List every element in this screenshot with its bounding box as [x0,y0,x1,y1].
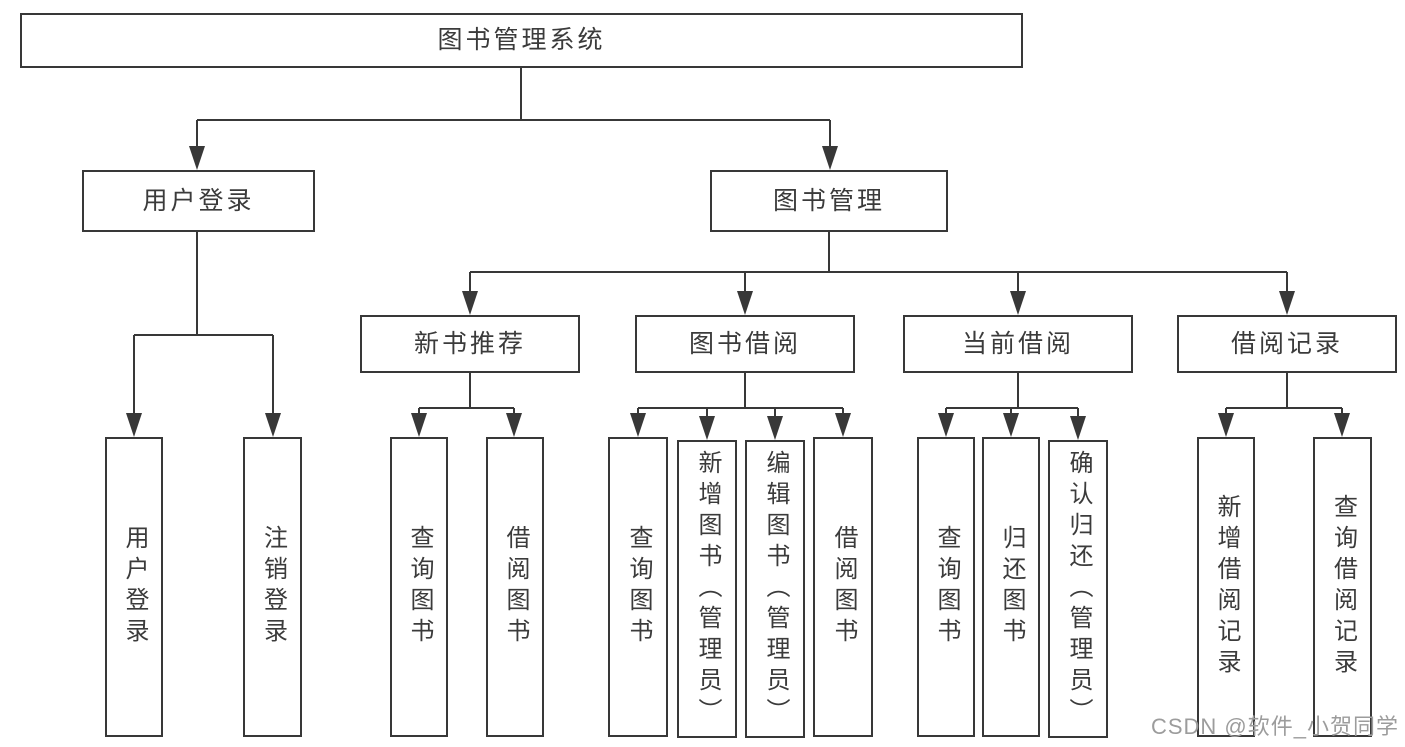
arrowhead [1070,416,1086,440]
leaf-borrow-book-recommend-label: 借阅图书 [502,525,529,649]
arrowhead [1218,413,1234,437]
leaf-query-book-borrow-label: 查询图书 [625,525,652,649]
leaf-logout: 注销登录 [243,437,302,737]
leaf-add-borrow-record-label: 新增借阅记录 [1213,494,1240,680]
node-book-borrow: 图书借阅 [635,315,855,373]
arrowhead [1334,413,1350,437]
leaf-edit-book-admin-label: 编辑图书（管理员） [762,449,789,729]
arrowhead [411,413,427,437]
leaf-query-borrow-record-label: 查询借阅记录 [1329,494,1357,680]
arrowhead [1010,291,1026,315]
arrowhead [737,291,753,315]
leaf-add-book-admin-label: 新增图书（管理员） [694,449,721,729]
leaf-query-book-current: 查询图书 [917,437,975,737]
leaf-confirm-return-admin: 确认归还（管理员） [1048,440,1108,738]
arrowhead [835,413,851,437]
leaf-add-borrow-record: 新增借阅记录 [1197,437,1255,737]
arrowhead [1279,291,1295,315]
connector-book-borrow-to-leaves [630,373,851,440]
leaf-edit-book-admin: 编辑图书（管理员） [745,440,805,738]
connector-borrow-records-to-leaves [1218,373,1350,437]
connector-new-book-rec-to-leaves [411,373,522,437]
watermark: CSDN @软件_小贺同学 [1150,714,1399,739]
connector-book-mgmt-to-level3 [462,232,1295,315]
arrowhead [506,413,522,437]
arrowhead [699,416,715,440]
arrowhead [126,413,142,437]
arrowhead [1003,413,1019,437]
leaf-borrow-book: 借阅图书 [813,437,873,737]
node-user-login: 用户登录 [82,170,315,232]
connector-user-login-to-leaves [126,232,281,437]
connector-current-borrow-to-leaves [938,373,1086,440]
node-book-management: 图书管理 [710,170,948,232]
leaf-borrow-book-recommend: 借阅图书 [486,437,544,737]
arrowhead [462,291,478,315]
leaf-user-login: 用户登录 [105,437,163,737]
node-root: 图书管理系统 [20,13,1023,68]
node-new-book-recommend: 新书推荐 [360,315,580,373]
leaf-confirm-return-admin-label: 确认归还（管理员） [1065,449,1092,729]
arrowhead [630,413,646,437]
leaf-query-book-recommend: 查询图书 [390,437,448,737]
connector-root-to-level2 [189,68,838,170]
leaf-return-book-label: 归还图书 [998,525,1025,649]
leaf-logout-label: 注销登录 [259,525,287,649]
node-current-borrow-label: 当前借阅 [961,329,1074,358]
leaf-return-book: 归还图书 [982,437,1040,737]
arrowhead [822,146,838,170]
node-book-borrow-label: 图书借阅 [688,329,801,358]
node-borrow-records: 借阅记录 [1177,315,1397,373]
node-user-login-label: 用户登录 [142,186,255,215]
node-root-label: 图书管理系统 [437,26,606,54]
leaf-query-book-borrow: 查询图书 [608,437,668,737]
leaf-query-book-current-label: 查询图书 [933,525,960,649]
node-current-borrow: 当前借阅 [903,315,1133,373]
arrowhead [767,416,783,440]
leaf-query-borrow-record: 查询借阅记录 [1313,437,1372,737]
leaf-user-login-label: 用户登录 [121,525,148,649]
node-new-book-recommend-label: 新书推荐 [413,329,526,358]
leaf-add-book-admin: 新增图书（管理员） [677,440,737,738]
node-borrow-records-label: 借阅记录 [1230,329,1343,358]
arrowhead [265,413,281,437]
arrowhead [189,146,205,170]
leaf-query-book-recommend-label: 查询图书 [406,525,433,649]
leaf-borrow-book-label: 借阅图书 [830,525,857,649]
arrowhead [938,413,954,437]
node-book-management-label: 图书管理 [772,186,885,215]
